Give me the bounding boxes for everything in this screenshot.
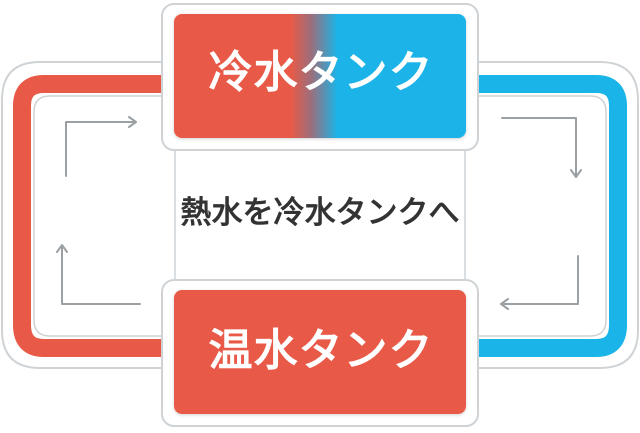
arrow-bottom-left [61, 245, 141, 305]
cold-tank [174, 14, 466, 138]
hot-tank [174, 290, 466, 414]
arrow-bottom-right-head [500, 298, 509, 310]
cold-tank-label: 冷水タンク [208, 47, 434, 98]
arrow-top-right-head [570, 169, 582, 178]
arrow-top-left-head [128, 116, 137, 128]
arrow-bottom-right [501, 255, 579, 305]
hot-tank-label: 温水タンク [208, 325, 434, 376]
flow-arrows [56, 116, 582, 310]
arrow-bottom-left-head [56, 244, 68, 253]
arrow-top-right [501, 117, 577, 177]
flow-caption: 熱水を冷水タンクへ [180, 195, 460, 231]
cold-pipe [465, 75, 627, 357]
arrow-top-left [65, 121, 136, 177]
loop-inner-outline [33, 95, 607, 337]
hot-pipe [13, 75, 175, 357]
